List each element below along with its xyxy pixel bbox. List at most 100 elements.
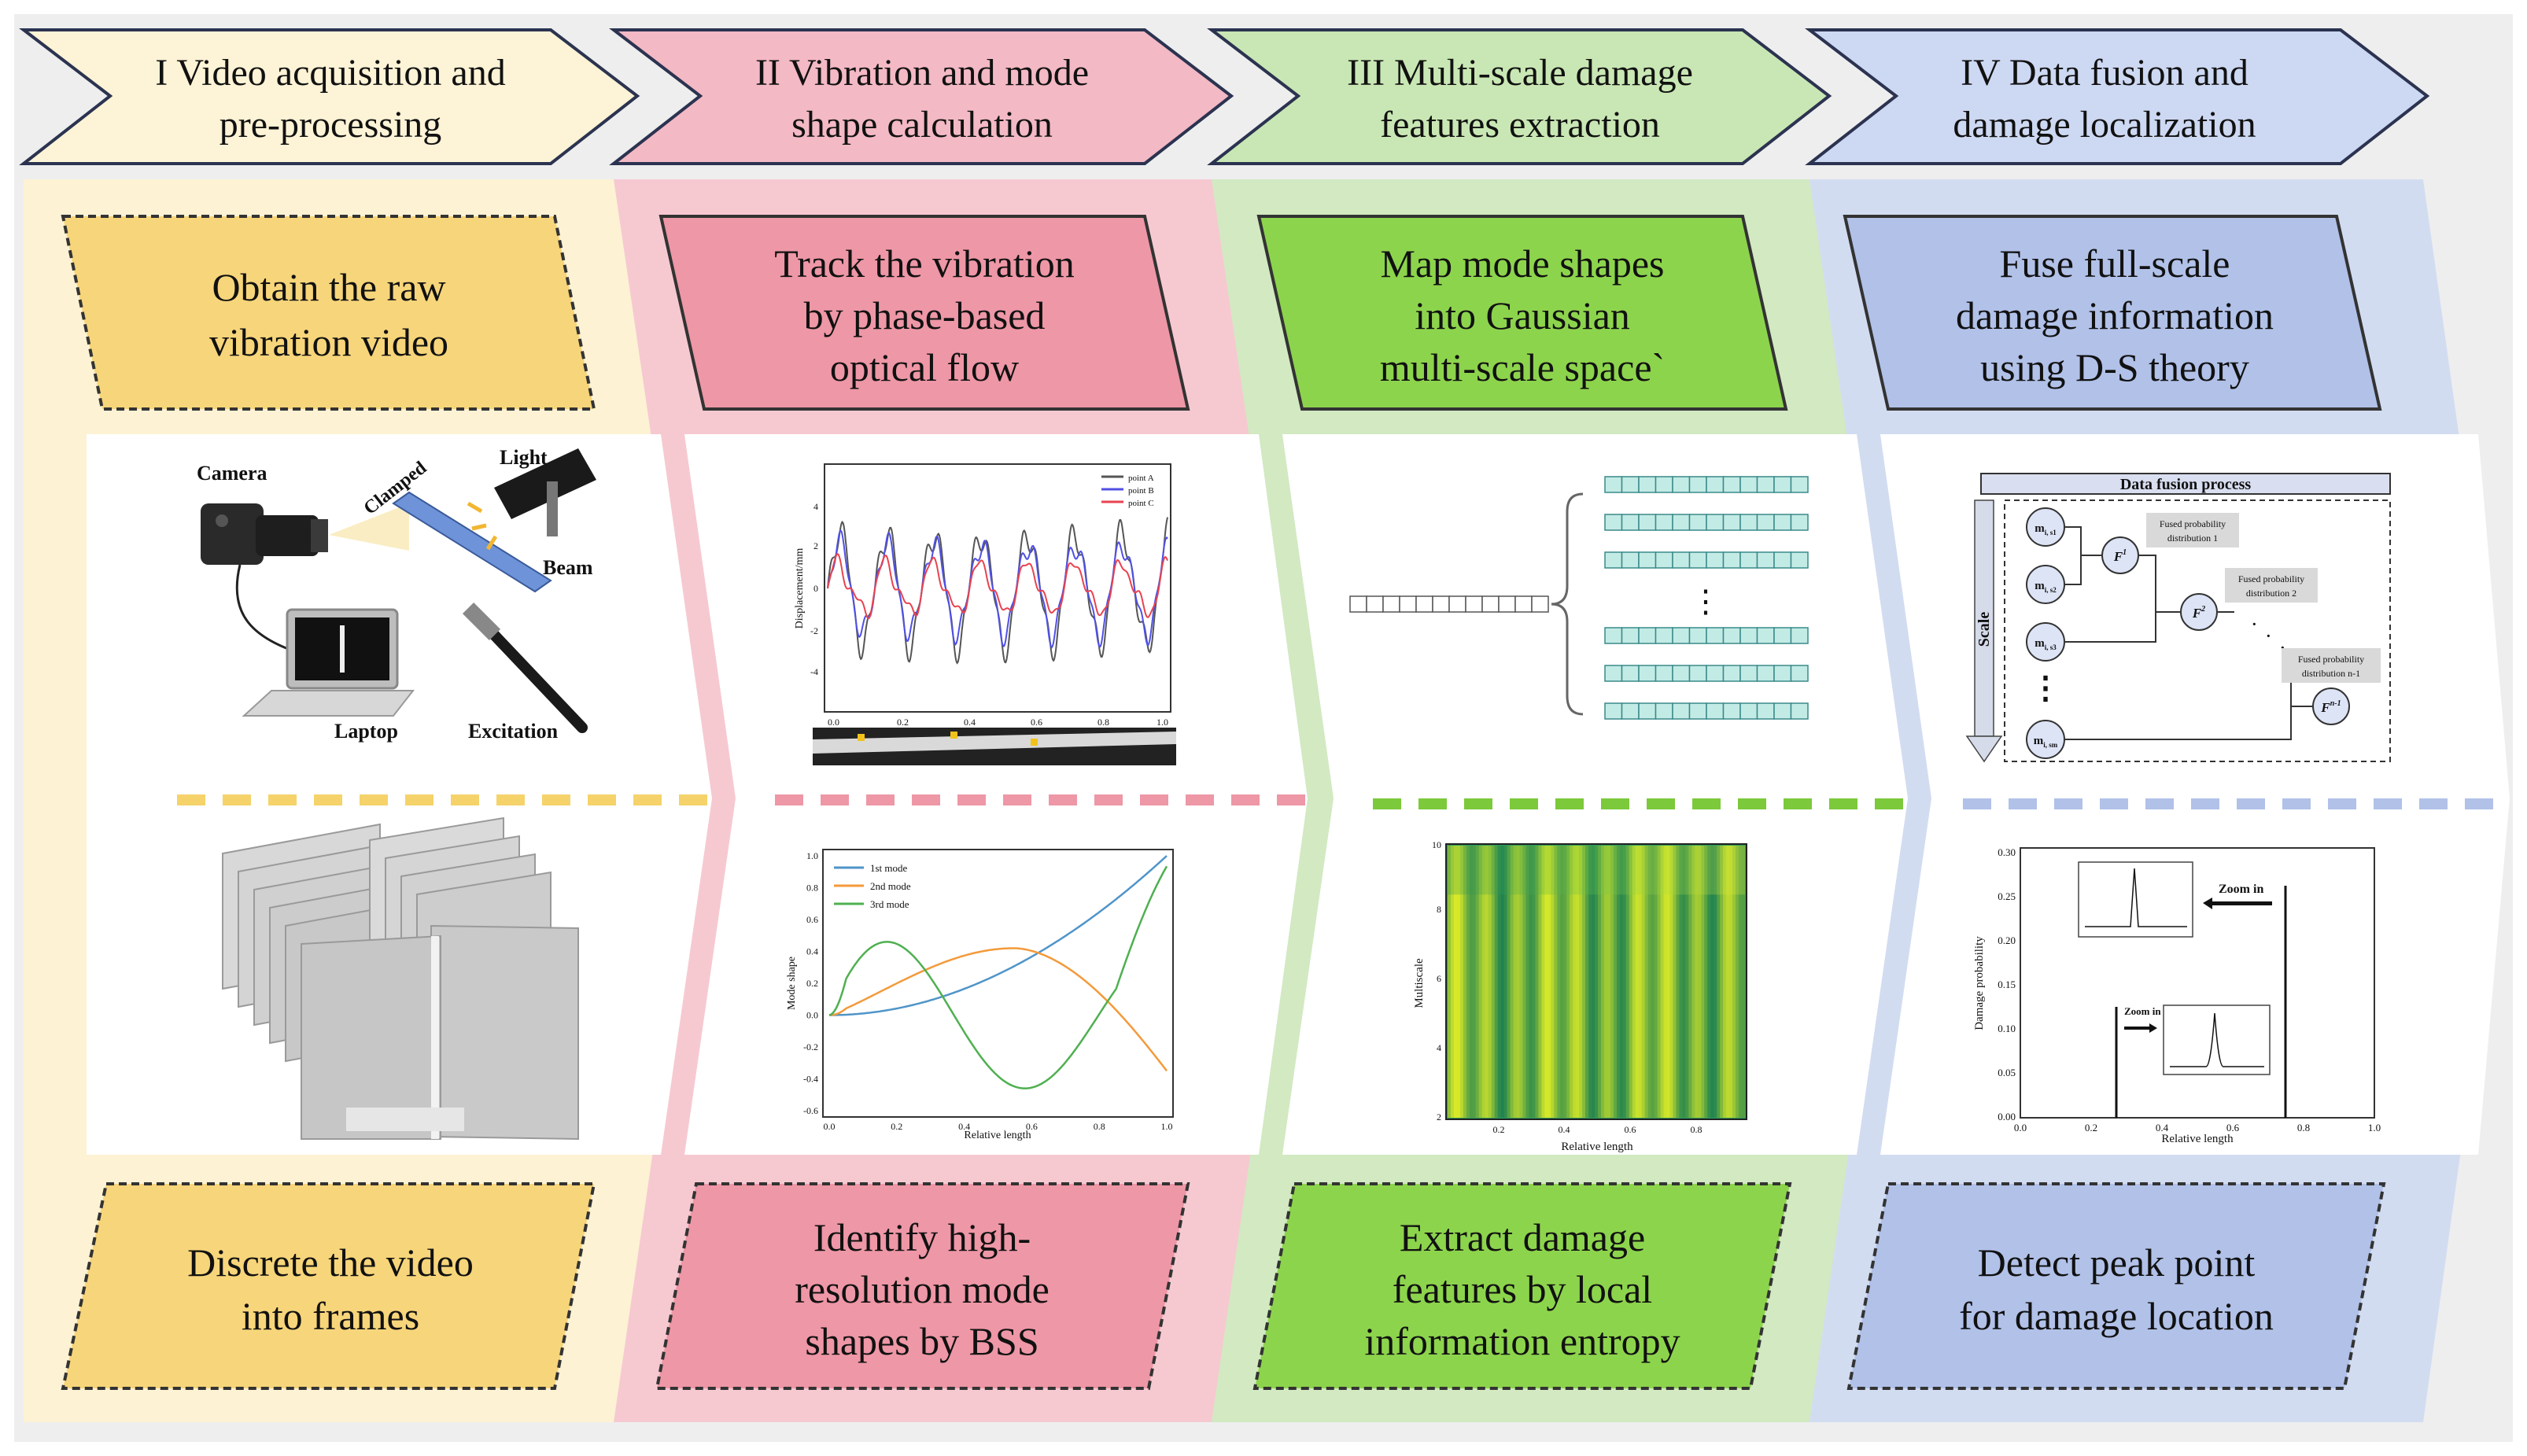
vib-ytick-3: 0 bbox=[813, 583, 818, 594]
fusion-dot-2: · bbox=[2266, 628, 2271, 645]
probability-plot-frame bbox=[2020, 847, 2375, 1119]
heatmap-stripe bbox=[1485, 846, 1489, 1118]
connector-6 bbox=[2064, 658, 2292, 740]
heatmap-stripe bbox=[1742, 846, 1746, 1118]
vib-ytick-2: 2 bbox=[813, 540, 818, 551]
scale-cell bbox=[1790, 627, 1809, 644]
stage-2-bottom-line-2: resolution mode bbox=[795, 1267, 1050, 1311]
mass-node-1 bbox=[2026, 507, 2065, 547]
heat-xtick-4: 0.8 bbox=[1691, 1124, 1702, 1135]
heatmap-stripe bbox=[1475, 846, 1480, 1118]
heatmap-stripe bbox=[1676, 846, 1680, 1118]
scale-cell bbox=[1672, 476, 1691, 493]
heatmap-stripe bbox=[1739, 846, 1743, 1118]
frame-front bbox=[430, 924, 579, 1141]
laptop-label: Laptop bbox=[334, 720, 398, 743]
zoom-in-label-2: Zoom in bbox=[2124, 1005, 2161, 1017]
mode-ytick: -0.4 bbox=[803, 1074, 818, 1085]
mode-ytick: 0.2 bbox=[806, 978, 818, 989]
scale-cell bbox=[1621, 702, 1640, 720]
stage-3-bottom-line-1: Extract damage bbox=[1400, 1215, 1645, 1259]
top-boxes: Obtain the raw vibration video Track the… bbox=[61, 215, 2382, 411]
heatmap-stripe bbox=[1726, 846, 1730, 1118]
heatmap-stripe bbox=[1673, 846, 1677, 1118]
stage-3-top-line-3: multi-scale space` bbox=[1380, 345, 1665, 389]
scale-label: Scale bbox=[1975, 612, 1993, 647]
mass-node-1-label: mi, s1 bbox=[2035, 522, 2057, 536]
stage-4-header bbox=[1805, 28, 2430, 165]
signal-cell bbox=[1415, 595, 1433, 613]
vibration-plot-frame bbox=[824, 463, 1171, 713]
zoom-arrow-1 bbox=[2203, 898, 2272, 909]
fused-node-2 bbox=[2180, 593, 2218, 631]
scale-cell bbox=[1638, 702, 1657, 720]
mode-ytick: 1.0 bbox=[806, 850, 818, 861]
connector-3 bbox=[2064, 555, 2156, 643]
stage-2-bottom-line-1: Identify high- bbox=[813, 1215, 1031, 1259]
scale-cell bbox=[1790, 665, 1809, 682]
stage-headers: I Video acquisition and pre-processing I… bbox=[19, 28, 2430, 165]
camera-icon bbox=[201, 503, 328, 565]
scale-cell bbox=[1621, 627, 1640, 644]
mode-shape-ylabel: Mode shape bbox=[786, 957, 798, 1010]
stage-1-header-line-1: I Video acquisition and bbox=[155, 52, 505, 94]
multiscale-heatmap: Multiscale Relative length 10 8 6 4 2 0.… bbox=[1413, 839, 1747, 1153]
fused-dist-box-2 bbox=[2225, 568, 2318, 603]
legend-point-a: point A bbox=[1128, 474, 1154, 483]
signal-cell bbox=[1448, 595, 1466, 613]
heatmap-stripe bbox=[1522, 846, 1527, 1118]
scale-cell bbox=[1604, 665, 1623, 682]
heatmap-stripe bbox=[1582, 846, 1586, 1118]
signal-cell bbox=[1366, 595, 1384, 613]
heatmap-stripe bbox=[1507, 846, 1511, 1118]
scale-cell bbox=[1706, 702, 1725, 720]
fused-dist-box-1 bbox=[2146, 513, 2239, 547]
stage-2-header bbox=[609, 28, 1234, 165]
fused-dist-n-line-1: Fused probability bbox=[2298, 654, 2364, 665]
heatmap-stripe bbox=[1707, 846, 1711, 1118]
stage-4-top-line-2: damage information bbox=[1956, 293, 2274, 337]
heatmap-stripe bbox=[1513, 846, 1518, 1118]
heatmap-stripe bbox=[1679, 846, 1684, 1118]
vib-ytick-1: 4 bbox=[813, 501, 818, 512]
heatmap-stripe bbox=[1532, 846, 1536, 1118]
mode-shape-xlabel: Relative length bbox=[964, 1130, 1031, 1141]
prob-ytick-2: 0.25 bbox=[1998, 890, 2016, 902]
vib-xtick-2: 0.2 bbox=[897, 717, 909, 728]
stage-2-header-line-1: II Vibration and mode bbox=[755, 52, 1089, 94]
signal-cell bbox=[1481, 595, 1500, 613]
probability-xlabel: Relative length bbox=[2161, 1133, 2234, 1145]
heatmap-stripe bbox=[1688, 846, 1692, 1118]
stage-1-top-line-2: vibration video bbox=[209, 320, 448, 364]
heatmap-stripe bbox=[1622, 846, 1627, 1118]
stage-3-bottom-line-2: features by local bbox=[1393, 1267, 1652, 1311]
mode-curve-2nd bbox=[828, 947, 1168, 1072]
heatmap-stripe bbox=[1663, 846, 1668, 1118]
stage-1-header-line-2: pre-processing bbox=[219, 104, 442, 146]
mode-curve-3rd bbox=[828, 865, 1168, 1089]
scale-cell bbox=[1756, 665, 1775, 682]
prob-xtick-1: 0.0 bbox=[2014, 1122, 2027, 1133]
hammer-icon bbox=[462, 602, 588, 733]
heat-xtick-2: 0.4 bbox=[1559, 1124, 1570, 1135]
light-label: Light bbox=[500, 446, 548, 469]
zoom-inset-2-peak bbox=[2170, 1012, 2264, 1067]
stage-4-header-line-2: damage localization bbox=[1953, 104, 2256, 146]
heatmap-stripe bbox=[1660, 846, 1665, 1118]
heatmap-stripe bbox=[1619, 846, 1624, 1118]
prob-xtick-2: 0.2 bbox=[2085, 1122, 2097, 1133]
scale-cell bbox=[1756, 476, 1775, 493]
beam-label: Beam bbox=[543, 556, 593, 579]
heatmap-stripe bbox=[1666, 846, 1671, 1118]
multiscale-grid-diagram: ⋮ bbox=[1349, 476, 1809, 720]
heatmap-stripe bbox=[1456, 846, 1461, 1118]
heatmap-stripe bbox=[1597, 846, 1602, 1118]
heatmap-stripe bbox=[1610, 846, 1614, 1118]
heatmap-stripe bbox=[1714, 846, 1717, 1118]
heatmap-stripe bbox=[1469, 846, 1474, 1118]
mode-shape-plot-frame bbox=[822, 849, 1174, 1118]
zoom-in-label-1: Zoom in bbox=[2219, 883, 2263, 896]
scale-cell bbox=[1706, 551, 1725, 569]
scale-cell bbox=[1638, 665, 1657, 682]
heatmap-stripe bbox=[1488, 846, 1492, 1118]
